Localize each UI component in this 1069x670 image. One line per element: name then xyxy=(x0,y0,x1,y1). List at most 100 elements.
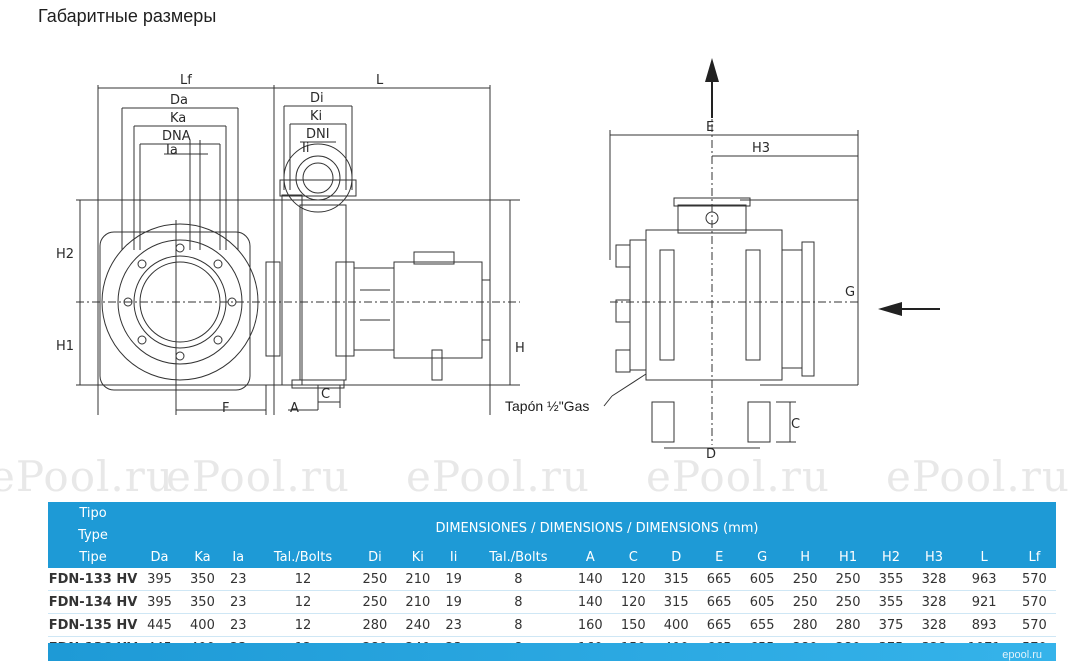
value-cell: 23 xyxy=(223,613,253,637)
value-cell: 23 xyxy=(439,613,468,637)
model-cell: FDN-134 HV xyxy=(48,590,138,614)
value-cell: 350 xyxy=(180,590,224,614)
column-header: Tal./Bolts xyxy=(273,549,333,565)
dimension-drawing: Lf L Da Ka DNA Ia Di Ki DNI Ii H2 H1 H F… xyxy=(56,58,940,462)
value-cell: 23 xyxy=(223,590,253,614)
label-E: E xyxy=(706,120,714,135)
column-header: Ka xyxy=(194,549,211,565)
site-watermark: epool.ru xyxy=(1002,649,1042,661)
value-cell: 893 xyxy=(955,613,1013,637)
value-cell: 665 xyxy=(697,613,741,637)
value-cell: 605 xyxy=(740,568,784,591)
value-cell: 921 xyxy=(955,590,1013,614)
value-cell: 570 xyxy=(1012,590,1056,614)
watermark: ePool.ru xyxy=(886,452,1069,501)
tipo-header: Tipo xyxy=(79,505,107,521)
value-cell: 280 xyxy=(353,613,397,637)
value-cell: 350 xyxy=(180,568,224,591)
column-header: Lf xyxy=(1028,549,1041,565)
column-header: Tal./Bolts xyxy=(489,549,548,565)
column-header: H1 xyxy=(839,549,858,565)
column-header: A xyxy=(585,549,595,565)
value-cell: 280 xyxy=(826,613,870,637)
column-header: G xyxy=(757,549,768,565)
value-cell: 140 xyxy=(568,568,612,591)
value-cell: 963 xyxy=(955,568,1013,591)
watermark: ePool.ru xyxy=(406,452,590,501)
label-Ia: Ia xyxy=(166,143,178,158)
table-header-row: Tipo DIMENSIONES / DIMENSIONS / DIMENSIO… xyxy=(48,502,1056,536)
value-cell: 400 xyxy=(180,613,224,637)
watermark: ePool.ru xyxy=(0,452,174,501)
dimensions-table: Tipo DIMENSIONES / DIMENSIONS / DIMENSIO… xyxy=(48,502,1056,660)
value-cell: 140 xyxy=(568,590,612,614)
value-cell: 315 xyxy=(654,568,698,591)
label-G: G xyxy=(845,285,855,300)
label-Di: Di xyxy=(310,91,324,106)
watermark: ePool.ru xyxy=(166,452,350,501)
value-cell: 250 xyxy=(783,590,827,614)
value-cell: 400 xyxy=(654,613,698,637)
column-header: D xyxy=(671,549,682,565)
value-cell: 250 xyxy=(826,590,870,614)
value-cell: 120 xyxy=(611,568,655,591)
label-Lf: Lf xyxy=(180,73,192,88)
column-header: H3 xyxy=(924,549,944,565)
value-cell: 8 xyxy=(467,613,569,637)
value-cell: 250 xyxy=(783,568,827,591)
column-header: H xyxy=(800,549,810,565)
value-cell: 328 xyxy=(912,613,956,637)
column-header: Di xyxy=(368,549,382,565)
column-header: Ii xyxy=(449,549,458,565)
label-H3: H3 xyxy=(752,141,770,156)
value-cell: 570 xyxy=(1012,613,1056,637)
label-Da: Da xyxy=(170,93,188,108)
value-cell: 240 xyxy=(396,613,440,637)
label-Ki: Ki xyxy=(310,109,322,124)
value-cell: 12 xyxy=(252,568,354,591)
column-header: H2 xyxy=(882,549,901,565)
value-cell: 250 xyxy=(353,590,397,614)
value-cell: 19 xyxy=(439,590,468,614)
value-cell: 355 xyxy=(869,590,913,614)
label-H1: H1 xyxy=(56,339,74,354)
value-cell: 665 xyxy=(697,568,741,591)
value-cell: 665 xyxy=(697,590,741,614)
label-Ii: Ii xyxy=(302,141,309,156)
tapon-label: Tapón ½"Gas xyxy=(505,398,590,414)
value-cell: 375 xyxy=(869,613,913,637)
column-header: Da xyxy=(150,549,169,565)
label-C: C xyxy=(321,387,330,402)
label-Ka: Ka xyxy=(170,111,186,126)
footer-bar: epool.ru xyxy=(48,643,1056,661)
watermark: ePool.ru xyxy=(646,452,830,501)
value-cell: 120 xyxy=(611,590,655,614)
value-cell: 8 xyxy=(467,590,569,614)
value-cell: 8 xyxy=(467,568,569,591)
column-header: Ia xyxy=(232,549,245,565)
label-H: H xyxy=(515,341,525,356)
value-cell: 210 xyxy=(396,590,440,614)
column-header: L xyxy=(980,549,988,565)
value-cell: 655 xyxy=(740,613,784,637)
value-cell: 160 xyxy=(568,613,612,637)
value-cell: 210 xyxy=(396,568,440,591)
value-cell: 445 xyxy=(138,613,181,637)
model-cell: FDN-135 HV xyxy=(48,613,138,637)
tipe-header: Tipe xyxy=(79,549,107,565)
label-H2: H2 xyxy=(56,247,74,262)
label-F: F xyxy=(222,401,229,416)
flow-arrow-left-icon xyxy=(878,302,902,316)
value-cell: 395 xyxy=(138,590,181,614)
label-D: D xyxy=(706,447,716,462)
value-cell: 250 xyxy=(826,568,870,591)
page-title: Габаритные размеры xyxy=(38,6,217,26)
value-cell: 150 xyxy=(611,613,655,637)
model-cell: FDN-133 HV xyxy=(48,568,138,591)
value-cell: 280 xyxy=(783,613,827,637)
value-cell: 12 xyxy=(252,613,354,637)
label-A: A xyxy=(290,401,299,416)
